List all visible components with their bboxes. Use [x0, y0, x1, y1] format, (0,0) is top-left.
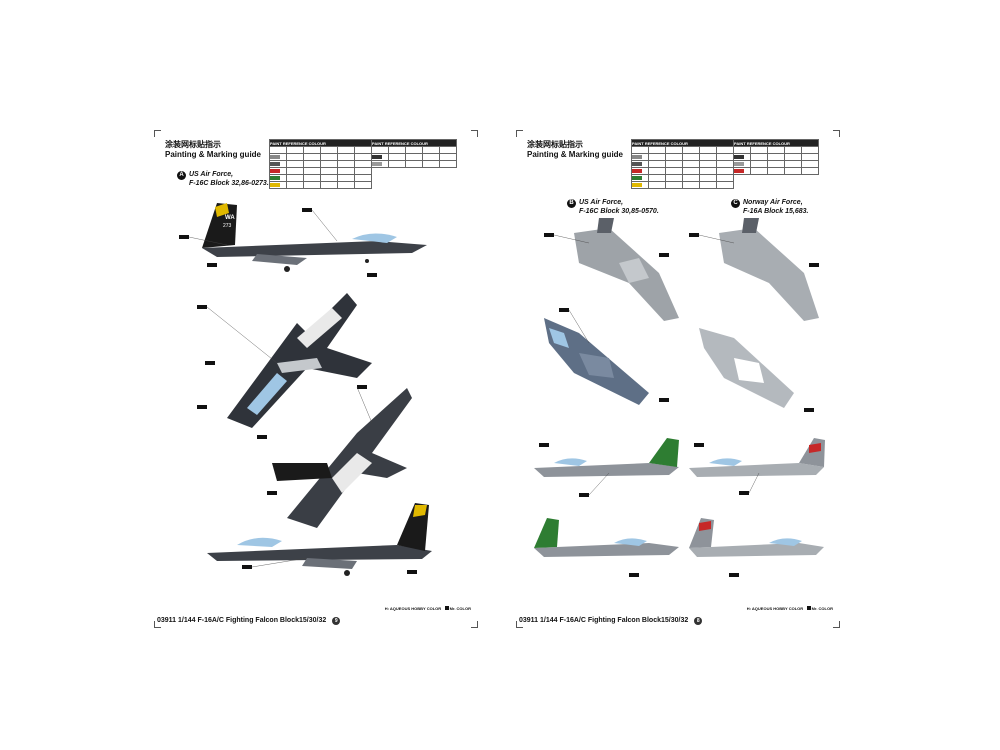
legend-hobby-color: H: AQUEOUS HOBBY COLOR [746, 606, 804, 611]
color-legend: H: AQUEOUS HOBBY COLOR Mr. COLOR [385, 606, 471, 611]
f16-bottom-view-a [272, 388, 412, 528]
paint-reference-table-2: PAINT REFERENCE COLOUR [371, 139, 457, 168]
crop-mark [516, 621, 523, 628]
crop-mark [471, 130, 478, 137]
f16-side-view-b2 [534, 518, 679, 557]
variant-c-line2: F-16A Block 15,683. [743, 208, 809, 215]
crop-mark [833, 621, 840, 628]
legend-mr-color: Mr. COLOR [811, 606, 833, 611]
paint-reference-table: PAINT REFERENCE COLOUR [269, 139, 372, 189]
crop-mark [154, 621, 161, 628]
legend-mr-color: Mr. COLOR [449, 606, 471, 611]
legend-swatch [444, 606, 449, 610]
footer-title: 03911 1/144 F-16A/C Fighting Falcon Bloc… [157, 617, 327, 624]
f16-top-view-b [574, 218, 679, 321]
aircraft-illustrations-bc [534, 218, 825, 577]
title-english: Painting & Marking guide [527, 150, 624, 159]
page-number: 9 [332, 617, 341, 625]
crop-mark [833, 130, 840, 137]
f16-top-view-c2 [699, 328, 794, 408]
painting-guide-page-left: 涂装网标贴指示 Painting & Marking guide PAINT R… [154, 130, 478, 628]
f16-top-view-c [719, 218, 819, 321]
f16-side-view-left [202, 203, 427, 272]
title-chinese: 涂装网标贴指示 [527, 140, 583, 149]
paint-callouts-a [179, 208, 417, 574]
page-footer: 03911 1/144 F-16A/C Fighting Falcon Bloc… [157, 617, 341, 625]
title-chinese: 涂装网标贴指示 [165, 140, 221, 149]
variant-c-line1: Norway Air Force, [743, 199, 803, 206]
aircraft-illustrations-a: WA 273 [179, 203, 432, 576]
legend-hobby-color: H: AQUEOUS HOBBY COLOR [384, 606, 442, 611]
variant-badge: C [731, 199, 740, 208]
variant-a-line2: F-16C Block 32,86-0273. [189, 180, 269, 187]
title-english: Painting & Marking guide [165, 150, 262, 159]
variant-a-line1: US Air Force, [189, 171, 234, 178]
f16-top-view-b2 [544, 318, 649, 405]
tail-number: 273 [223, 223, 232, 229]
paint-reference-table: PAINT REFERENCE COLOUR [631, 139, 734, 189]
f16-side-view-c [689, 438, 825, 477]
page-number: 8 [694, 617, 703, 625]
f16-side-view-right [207, 503, 432, 576]
variant-b-line2: F-16C Block 30,85-0570. [579, 208, 659, 215]
f16-side-view-c2 [689, 518, 824, 557]
f16-top-view-a [227, 293, 372, 428]
paint-callouts-bc [539, 233, 819, 577]
legend-swatch [806, 606, 811, 610]
paint-reference-table-2: PAINT REFERENCE COLOUR [733, 139, 819, 175]
variant-badge: A [177, 171, 186, 180]
color-legend: H: AQUEOUS HOBBY COLOR Mr. COLOR [747, 606, 833, 611]
painting-guide-page-right: 涂装网标贴指示 Painting & Marking guide PAINT R… [516, 130, 840, 628]
crop-mark [471, 621, 478, 628]
page-footer: 03911 1/144 F-16A/C Fighting Falcon Bloc… [519, 617, 703, 625]
crop-mark [154, 130, 161, 137]
footer-title: 03911 1/144 F-16A/C Fighting Falcon Bloc… [519, 617, 689, 624]
f16-side-view-b [534, 438, 679, 477]
tail-code: WA [225, 215, 235, 221]
crop-mark [516, 130, 523, 137]
variant-badge: B [567, 199, 576, 208]
variant-b-line1: US Air Force, [579, 199, 624, 206]
